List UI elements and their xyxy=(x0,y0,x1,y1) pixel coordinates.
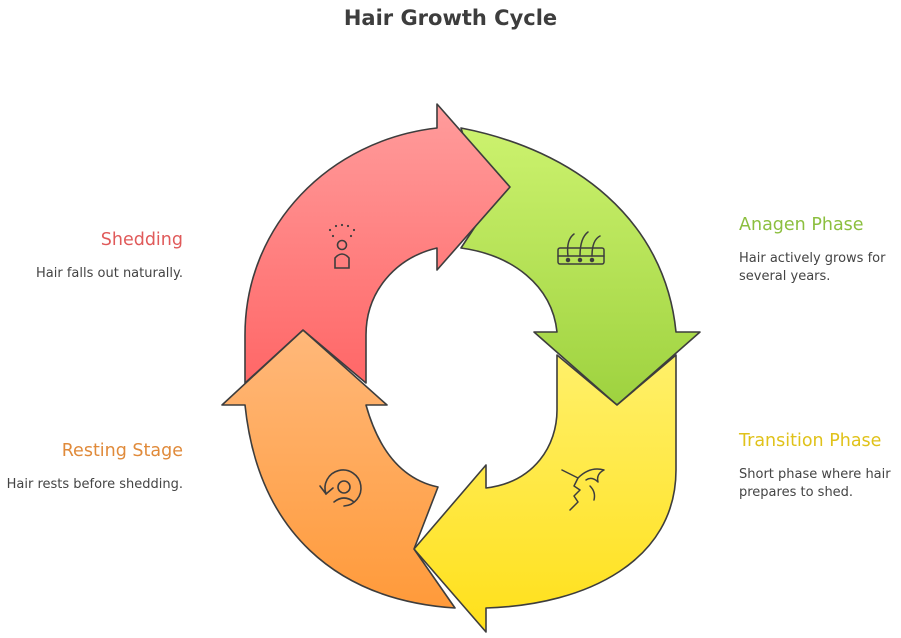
resting-description: Hair rests before shedding. xyxy=(6,477,183,492)
resting-arrow-segment xyxy=(221,329,456,609)
hair-follicles-icon xyxy=(557,231,605,265)
anagen-arrow-segment xyxy=(460,127,701,406)
rest-cycle-head-icon xyxy=(319,469,362,507)
shedding-description: Hair falls out naturally. xyxy=(36,266,183,281)
shedding-arrow-segment xyxy=(244,103,511,384)
transition-description-line: Short phase where hair xyxy=(739,467,891,482)
transition-description-line: prepares to shed. xyxy=(739,485,854,500)
anagen-description-line: several years. xyxy=(739,269,831,284)
transition-heading: Transition Phase xyxy=(739,431,882,451)
transition-arrow-segment xyxy=(413,354,677,633)
shedding-heading: Shedding xyxy=(100,230,183,250)
anagen-heading: Anagen Phase xyxy=(739,215,864,235)
anagen-description: Hair actively grows for several years. xyxy=(739,250,899,286)
diagram-title: Hair Growth Cycle xyxy=(343,6,558,30)
resting-heading: Resting Stage xyxy=(61,441,183,461)
transition-description: Short phase where hair prepares to shed. xyxy=(739,466,899,502)
anagen-description-line: Hair actively grows for xyxy=(739,251,886,266)
face-profile-hair-icon xyxy=(561,468,605,511)
shower-person-icon xyxy=(328,223,356,269)
